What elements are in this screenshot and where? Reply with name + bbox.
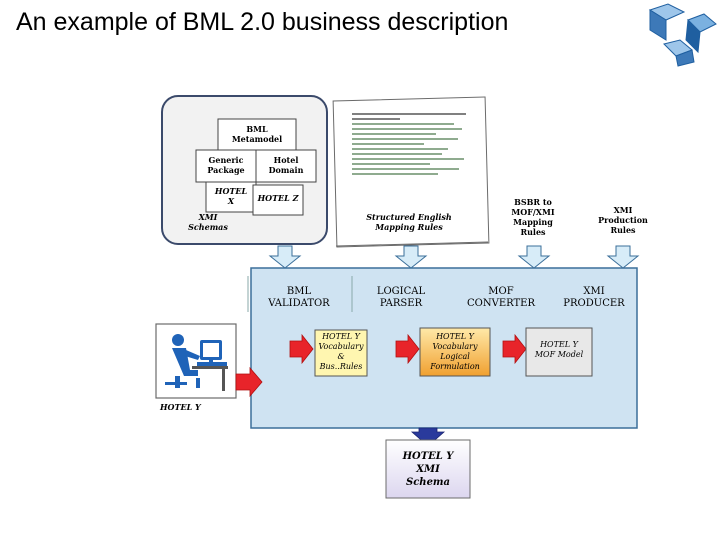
hotel-domain-label: Hotel Domain <box>268 155 304 175</box>
hotel-z-label: HOTEL Z <box>257 193 299 203</box>
user-label: HOTEL Y <box>160 402 201 412</box>
output-schema-label: HOTEL Y XMI Schema <box>402 451 454 488</box>
vocabulary-box <box>314 329 368 377</box>
hotel-domain-box <box>255 149 317 183</box>
output-arrow <box>410 427 446 447</box>
logical-box <box>419 327 491 377</box>
person-at-computer-icon <box>165 334 228 391</box>
vocabulary-label: HOTEL Y Vocabulary & Bus..Rules <box>318 332 364 371</box>
mapping-rules-caption: Structured English Mapping Rules <box>366 212 452 232</box>
bsbr-label: BSBR to MOF/XMI Mapping Rules <box>511 197 555 237</box>
hotel-x-box <box>205 181 257 213</box>
input-arrows <box>268 245 640 269</box>
xmi-schemas-label: XMI Schemas <box>188 212 228 232</box>
mof-model-box <box>525 327 593 377</box>
mof-converter-label: MOF CONVERTER <box>467 286 535 309</box>
mof-model-label: HOTEL Y MOF Model <box>534 340 584 359</box>
generic-package-label: Generic Package <box>207 155 245 175</box>
page-title: An example of BML 2.0 business descripti… <box>16 8 509 36</box>
flow-arrows <box>235 333 527 398</box>
logical-formulation-label: HOTEL Y Vocabulary Logical Formulation <box>430 332 480 371</box>
bml-metamodel-box <box>217 118 297 152</box>
document-text-lines <box>352 110 472 178</box>
xmi-producer-label: XMI PRODUCER <box>563 286 625 309</box>
bml-metamodel-label: BML Metamodel <box>231 124 283 144</box>
xmi-production-label: XMI Production Rules <box>598 205 648 235</box>
generic-package-box <box>195 149 257 183</box>
hotel-z-box <box>252 184 304 216</box>
diamond-cube-logo <box>648 3 717 67</box>
bml-validator-label: BML VALIDATOR <box>268 286 330 309</box>
output-schema-box <box>385 439 471 499</box>
hotel-x-label: HOTEL X <box>214 186 248 206</box>
logical-parser-label: LOGICAL PARSER <box>376 286 426 309</box>
